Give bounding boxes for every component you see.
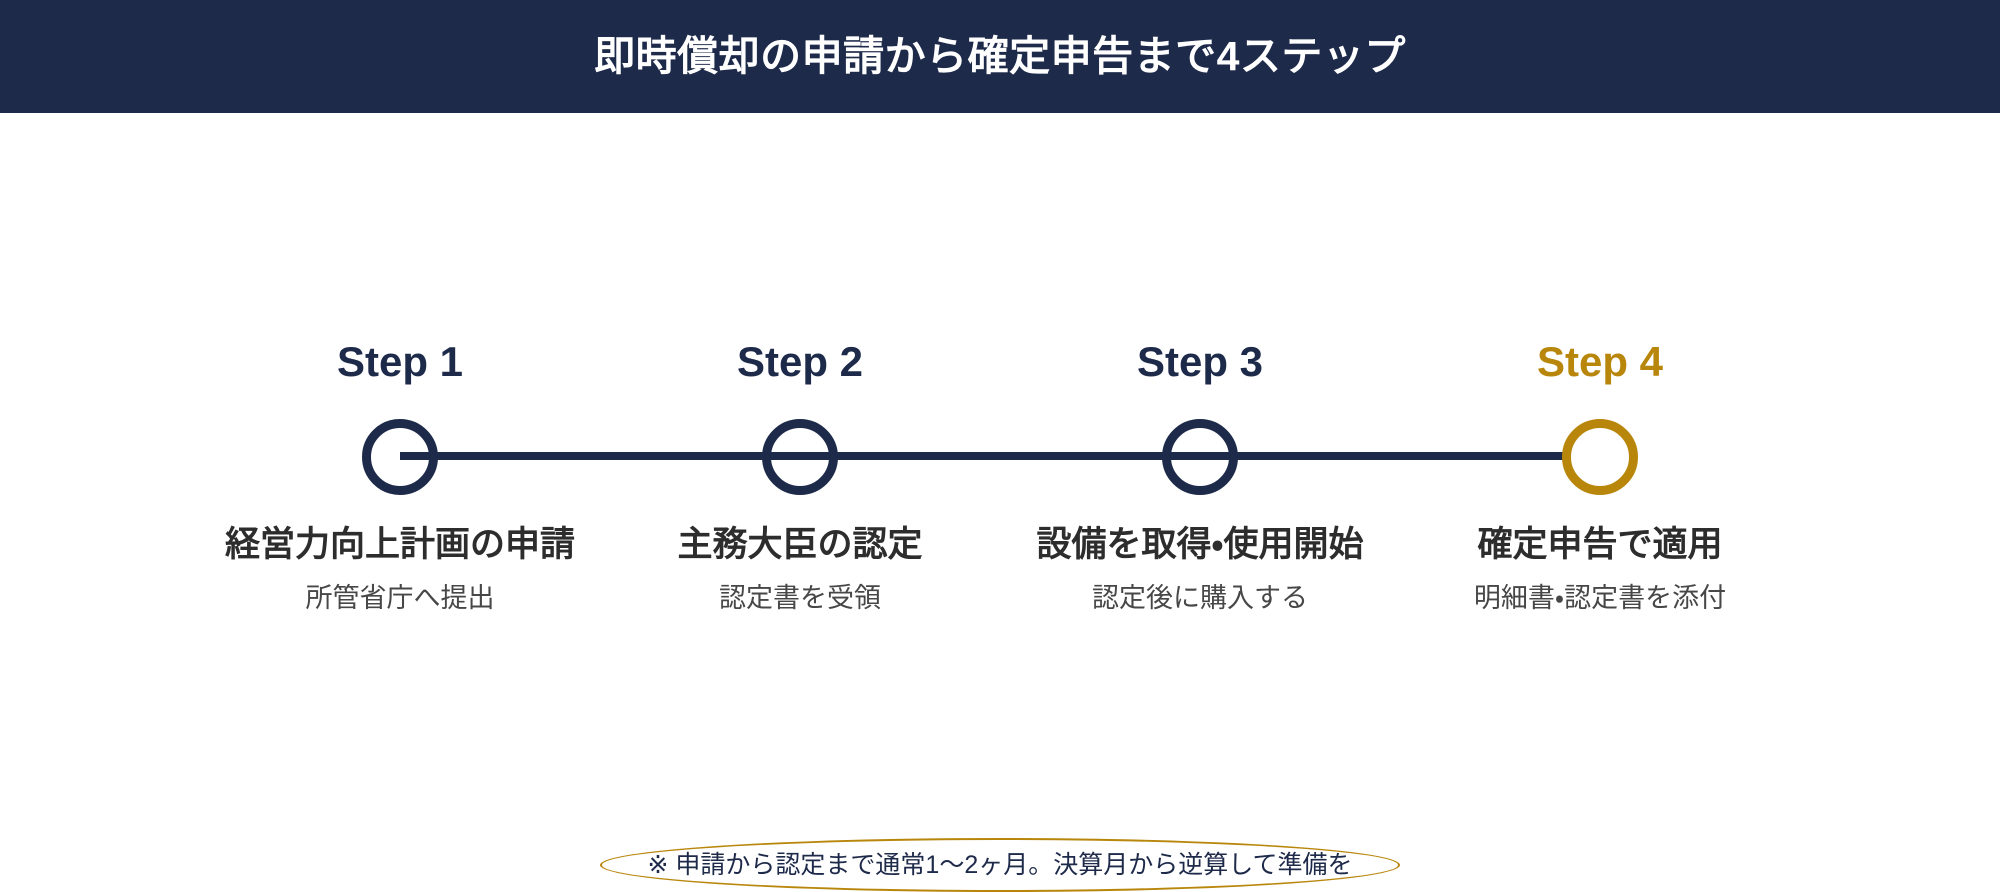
timeline-connector-line [400, 452, 1600, 460]
footnote-text: ※ 申請から認定まで通常1〜2ヶ月。決算月から逆算して準備を [647, 850, 1353, 879]
page-title: 即時償却の申請から確定申告まで4ステップ [594, 33, 1406, 79]
step-title: 設備を取得・使用開始 [1036, 525, 1364, 564]
timeline: Step 1 経営力向上計画の申請 所管省庁へ提出 Step 2 主務大臣の認定… [0, 113, 2000, 892]
step-title: 経営力向上計画の申請 [224, 525, 575, 564]
step-description: 認定後に購入する [1092, 583, 1308, 613]
step-circle-icon [1562, 419, 1638, 495]
step-label: Step 2 [736, 338, 864, 385]
step-circle-icon [1162, 419, 1238, 495]
step-description: 所管省庁へ提出 [305, 583, 495, 613]
step-description: 認定書を受領 [719, 583, 881, 613]
step-label: Step 4 [1536, 338, 1664, 385]
step-title: 確定申告で適用 [1477, 525, 1723, 564]
step-label: Step 3 [1136, 338, 1264, 385]
step-label: Step 1 [336, 338, 464, 385]
header-band: 即時償却の申請から確定申告まで4ステップ [0, 0, 2000, 113]
step-description: 明細書・認定書を添付 [1473, 583, 1727, 613]
step-title: 主務大臣の認定 [677, 525, 923, 564]
step-circle-icon [362, 419, 438, 495]
footnote-callout: ※ 申請から認定まで通常1〜2ヶ月。決算月から逆算して準備を [600, 838, 1400, 892]
step-circle-icon [762, 419, 838, 495]
